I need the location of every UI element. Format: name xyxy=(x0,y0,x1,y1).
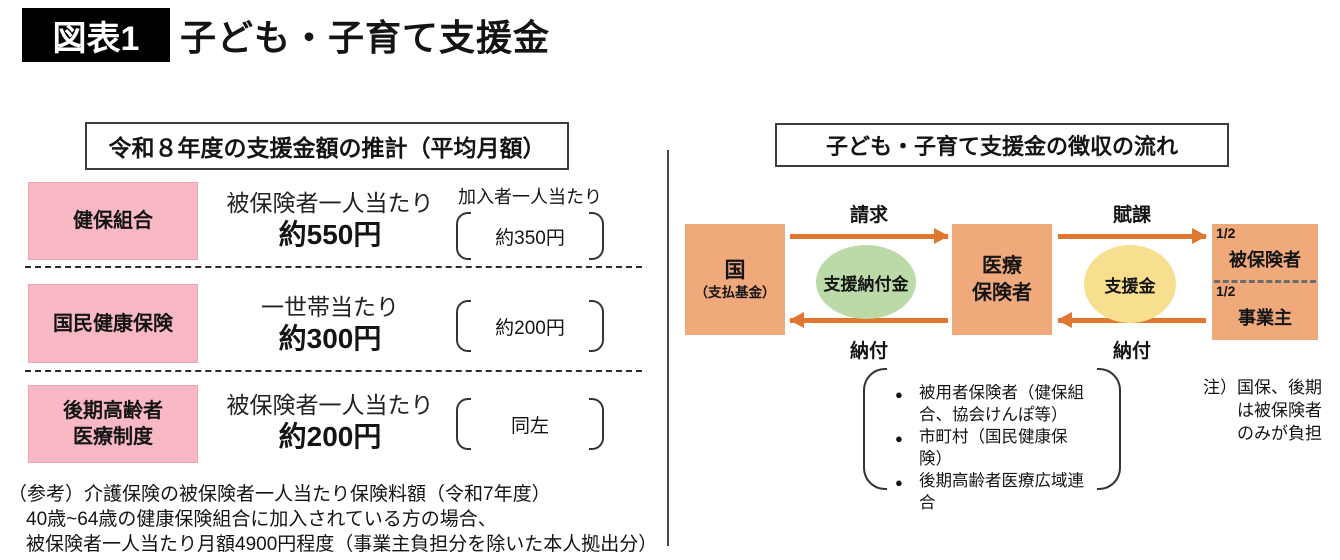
payer-divider xyxy=(1214,280,1316,283)
node-sublabel: （支払基金） xyxy=(694,284,776,300)
row-label-kenpo: 健保組合 xyxy=(28,182,198,260)
node-payers: 1/2 被保険者 1/2 事業主 xyxy=(1212,224,1318,340)
vertical-divider xyxy=(667,150,669,546)
side-value-bracket: 同左 xyxy=(456,398,604,450)
bracket-left xyxy=(863,368,887,490)
bracket-right xyxy=(589,212,604,260)
figure-title: 子ども・子育て支援金 xyxy=(180,17,551,58)
flow-label-payment: 納付 xyxy=(849,341,888,362)
node-medical-insurer: 医療 保険者 xyxy=(952,224,1052,335)
payer-label: 被保険者 xyxy=(1229,250,1301,270)
bullet-icon: ● xyxy=(895,387,903,402)
bracket-left xyxy=(456,300,471,352)
payer-employer-half: 1/2 事業主 xyxy=(1212,282,1318,340)
right-panel-header: 子ども・子育て支援金の徴収の流れ xyxy=(775,123,1229,167)
payment-arrow-icon xyxy=(789,312,948,328)
list-item-text: 被用者保険者（健保組合、協会けんぽ等） xyxy=(919,384,1084,424)
bracket-right xyxy=(1097,368,1121,490)
row-label-text: 医療制度 xyxy=(73,426,153,448)
support-fund-ellipse: 支援金 xyxy=(1084,245,1176,323)
bracket-left xyxy=(456,212,471,260)
row-divider xyxy=(25,266,642,268)
node-label: 国 xyxy=(724,258,746,282)
amount-value: 約550円 xyxy=(278,219,382,250)
per-unit-label: 一世帯当たり xyxy=(261,294,399,320)
node-label: 保険者 xyxy=(972,281,1032,304)
left-panel-header: 令和８年度の支援金額の推計（平均月額） xyxy=(85,122,569,170)
figure-number-badge: 図表1 xyxy=(22,8,170,62)
row-label-text: 国民健康保険 xyxy=(53,312,173,335)
flow-label-request: 請求 xyxy=(849,205,888,226)
per-unit-label: 被保険者一人当たり xyxy=(226,392,434,418)
payer-note: 注） 国保、後期は被保険者のみが負担 xyxy=(1203,376,1337,445)
bullet-icon: ● xyxy=(895,475,903,490)
side-value: 約200円 xyxy=(495,317,565,339)
reference-notes: （参考）介護保険の被保険者一人当たり保険料額（令和7年度） 40歳~64歳の健康… xyxy=(8,482,657,557)
bracket-right xyxy=(589,398,604,450)
bracket-right xyxy=(589,300,604,352)
note-line: 40歳~64歳の健康保険組合に加入されている方の場合、 xyxy=(26,509,497,530)
note-prefix: 注） xyxy=(1203,378,1237,397)
side-value-bracket: 約350円 xyxy=(456,212,604,260)
list-item-text: 市町村（国民健康保険） xyxy=(919,428,1068,468)
list-item: ● 市町村（国民健康保険） xyxy=(895,426,1091,470)
side-value-bracket: 約200円 xyxy=(456,300,604,352)
row-label-text: 健保組合 xyxy=(73,210,153,232)
row-amount-kokuho: 一世帯当たり 約300円 xyxy=(200,292,460,356)
flow-label-levy: 賦課 xyxy=(1112,205,1151,226)
levy-arrow-icon xyxy=(1058,228,1207,244)
side-value: 同左 xyxy=(510,415,549,437)
list-item-text: 後期高齢者医療広域連合 xyxy=(919,472,1084,512)
row-amount-kouki: 被保険者一人当たり 約200円 xyxy=(200,390,460,454)
side-value: 約350円 xyxy=(495,227,565,249)
payer-label: 事業主 xyxy=(1238,308,1292,328)
amount-value: 約200円 xyxy=(278,421,382,452)
row-amount-kenpo: 被保険者一人当たり 約550円 xyxy=(200,188,460,252)
insurer-types-list: ● 被用者保険者（健保組合、協会けんぽ等） ● 市町村（国民健康保険） ● 後期… xyxy=(863,368,1121,512)
node-label: 医療 xyxy=(982,254,1022,277)
side-label-per-member: 加入者一人当たり xyxy=(458,187,602,207)
fraction-label: 1/2 xyxy=(1216,283,1236,299)
note-line: （参考）介護保険の被保険者一人当たり保険料額（令和7年度） xyxy=(8,484,551,505)
support-payment-ellipse: 支援納付金 xyxy=(816,245,916,319)
flow-label-payment: 納付 xyxy=(1112,341,1151,362)
row-label-kouki: 後期高齢者 医療制度 xyxy=(28,385,198,463)
row-divider xyxy=(25,370,642,372)
list-item: ● 被用者保険者（健保組合、協会けんぽ等） xyxy=(895,382,1091,426)
payer-insured-half: 1/2 被保険者 xyxy=(1212,224,1318,282)
note-body: 国保、後期は被保険者のみが負担 xyxy=(1237,378,1322,443)
list-item: ● 後期高齢者医療広域連合 xyxy=(895,470,1091,514)
bullet-icon: ● xyxy=(895,431,903,446)
bracket-left xyxy=(456,398,471,450)
row-label-kokuho: 国民健康保険 xyxy=(28,284,198,363)
amount-value: 約300円 xyxy=(278,323,382,354)
fraction-label: 1/2 xyxy=(1216,225,1236,241)
per-unit-label: 被保険者一人当たり xyxy=(226,190,434,216)
node-national-government: 国 （支払基金） xyxy=(685,224,785,335)
note-line: 被保険者一人当たり月額4900円程度（事業主負担分を除いた本人拠出分） xyxy=(26,534,658,555)
request-arrow-icon xyxy=(790,228,949,244)
row-label-text: 後期高齢者 xyxy=(63,400,163,422)
